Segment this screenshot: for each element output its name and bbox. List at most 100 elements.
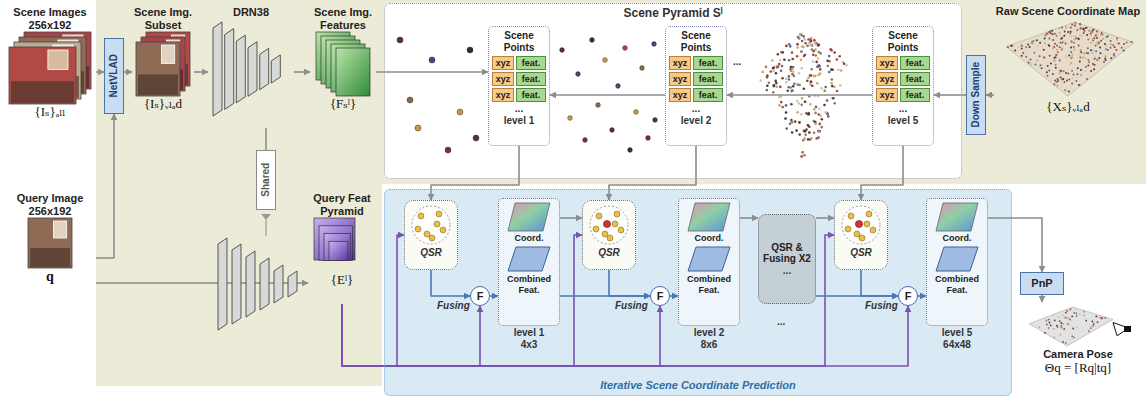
cloud-point (793, 75, 796, 78)
node-text: Scene Images 256x192 (4, 6, 96, 31)
node-text: q (46, 269, 54, 285)
scene-points-box: Scene Pointsxyzfeat.xyzfeat.xyzfeat....l… (665, 26, 727, 146)
cloud-point (815, 54, 818, 57)
connector (96, 71, 104, 73)
node-text: F (657, 290, 664, 303)
node-text: Camera Pose (1043, 348, 1113, 361)
cloud-point (839, 84, 842, 87)
connector (96, 114, 114, 258)
node-text: feat. (516, 72, 546, 86)
cloud-point (792, 85, 795, 88)
cloud-point (807, 112, 810, 115)
cloud-point (790, 119, 793, 122)
cloud-point (819, 68, 822, 71)
cloud-point (783, 58, 786, 61)
cloud-point (776, 85, 779, 88)
shared-marker (261, 214, 271, 220)
level-output: Coord.Combined Feat.level 14x3 (498, 198, 560, 326)
node-text: Θq = [Rq|tq] (1045, 361, 1111, 376)
node-text: xyz (492, 72, 514, 86)
cloud-point (815, 137, 818, 140)
cloud-point (827, 65, 830, 68)
node-text: QSR & Fusing X2 (761, 242, 813, 265)
cloud-point (798, 84, 801, 87)
cloud-point (803, 55, 806, 58)
cloud-point (785, 81, 788, 84)
cloud-point (791, 51, 794, 54)
cloud-point (823, 104, 826, 107)
node-text: xyz (492, 88, 514, 102)
node-text: feat. (693, 56, 723, 70)
cloud-point (798, 72, 801, 75)
cloud-point (791, 67, 794, 70)
cloud-point (770, 70, 773, 73)
cloud-point (778, 96, 781, 99)
node-text: QSR (420, 247, 442, 259)
cloud-point (779, 86, 782, 89)
node-text: level 5 (888, 115, 919, 127)
cloud-point (824, 111, 827, 114)
cloud-point (843, 62, 846, 65)
cloud-point (831, 68, 834, 71)
connector (670, 295, 678, 297)
cloud-point (818, 65, 821, 68)
cloud-point (796, 111, 799, 114)
connector (294, 71, 310, 73)
node-text: QSR (850, 247, 872, 259)
cloud-point (782, 51, 785, 54)
cloud-point (775, 72, 778, 75)
illustration (315, 31, 371, 97)
encoder-slabs (218, 238, 297, 330)
node-text: feat. (900, 72, 930, 86)
fusion-circle: F (650, 286, 670, 306)
cloud-point (819, 72, 822, 75)
cloud-point (828, 71, 831, 74)
field-row: xyzfeat. (669, 88, 723, 102)
node-text: xyz (876, 56, 898, 70)
fusion-circle: F (898, 286, 918, 306)
cloud-point (814, 112, 817, 115)
cloud-point (817, 130, 820, 133)
cloud-point (818, 123, 821, 126)
cloud-point (804, 54, 807, 57)
cloud-point (785, 78, 788, 81)
node-text: Combined Feat. (501, 274, 557, 295)
connector (490, 295, 498, 297)
free-label: Fusing (865, 300, 898, 312)
cloud-point (789, 45, 792, 48)
cloud-point (777, 53, 780, 56)
connector (986, 94, 994, 96)
cloud-point (766, 84, 769, 87)
connector (1041, 295, 1043, 302)
cloud-point (808, 131, 811, 134)
cloud-point (796, 43, 799, 46)
node-text: NetVLAD (108, 54, 120, 97)
field-row: xyzfeat. (669, 56, 723, 70)
cloud-point (810, 68, 813, 71)
repeat-block: QSR & Fusing X2... (758, 214, 816, 304)
node-text: feat. (900, 88, 930, 102)
node-text: 4x3 (521, 339, 538, 351)
field-row: xyzfeat. (492, 72, 546, 86)
node-text: xyz (876, 72, 898, 86)
cloud-point (785, 45, 788, 48)
qsr-module: QSR (582, 200, 636, 270)
cloud-point (800, 155, 803, 158)
connector (194, 71, 208, 73)
cloud-point (772, 91, 775, 94)
cloud-point (845, 64, 848, 67)
connector (342, 304, 908, 366)
cloud-point (792, 71, 795, 74)
cloud-point (818, 113, 821, 116)
cloud-point (828, 60, 831, 63)
cloud-point (800, 50, 803, 53)
cloud-point (773, 85, 776, 88)
node-text: Coord. (515, 233, 544, 243)
level-output: Coord.Combined Feat.level 28x6 (678, 198, 740, 326)
cloud-point (788, 78, 791, 81)
node-text: xyz (876, 88, 898, 102)
cloud-point (791, 131, 794, 134)
scene-pyramid: Scene Pyramid SˡScene Pointsxyzfeat.xyzf… (384, 3, 962, 179)
cloud-point (796, 46, 799, 49)
cloud-point (830, 49, 833, 52)
